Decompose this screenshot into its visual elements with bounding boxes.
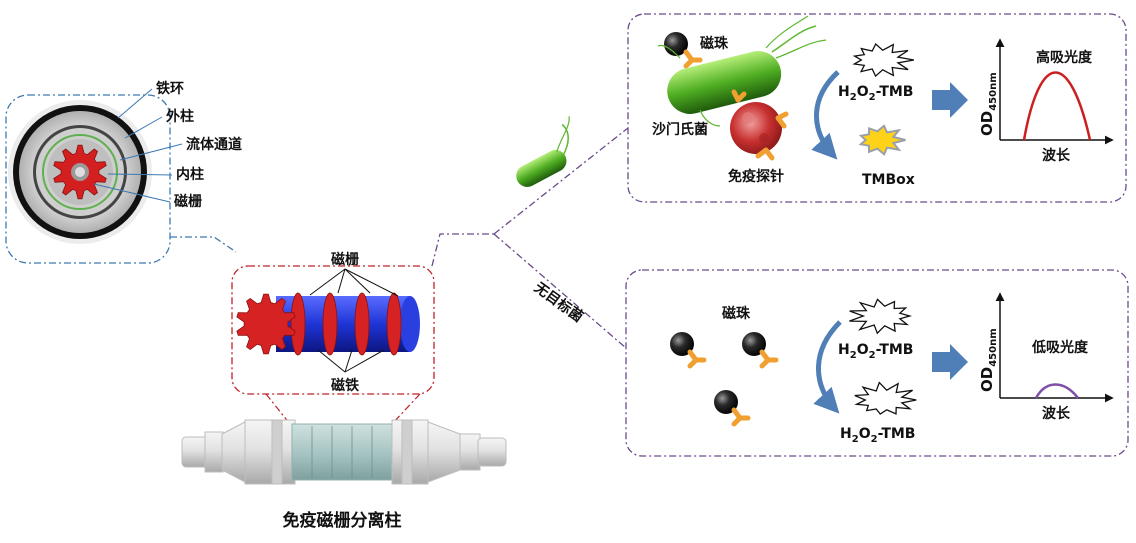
probe-label: 免疫探针 [728,168,784,185]
top-block-arrow [932,82,968,118]
immune-probe [730,89,789,161]
device-caption: 免疫磁栅分离柱 [283,510,402,531]
inlet-collar [204,431,224,473]
closeup-leaders [309,268,399,373]
top-substrate-burst [852,42,915,78]
top-graph-y-label: OD450nm [978,72,999,136]
bottom-burst-upper [849,298,913,335]
top-reaction-arrow [811,70,840,160]
label-closeup-magnet: 磁铁 [331,377,359,394]
label-inner-column: 内柱 [176,166,204,183]
bottom-bead-3 [714,390,751,427]
branch-connectors [431,127,629,349]
top-panel-frame [627,13,1127,203]
bottom-bead-1 [670,332,707,369]
gear-core [75,167,85,177]
grid-closeup: 磁栅 磁铁 [231,251,435,395]
bottom-panel: 磁珠 H2O2-TMB H2O2-TMB 低吸光度 波长 OD450nm [625,269,1129,457]
inlet-cone [221,421,246,483]
tmbox-burst [858,124,906,156]
top-reagent: H2O2-TMB [838,84,913,103]
top-graph-x-label: 波长 [1042,147,1071,164]
label-closeup-grid: 磁栅 [331,251,359,268]
zoom-lines [265,393,421,425]
left-housing [244,419,296,485]
top-panel: 磁珠 沙门氏菌 免疫探针 H2O2-TMB [627,13,1127,203]
no-target-label: 无目标菌 [530,278,586,325]
outlet-collar [459,433,481,471]
free-bacterium [516,116,570,187]
label-outer-column: 外柱 [166,108,194,125]
front-gear-face [236,293,296,355]
top-bead [664,32,703,69]
glass-column-ribs [311,426,373,478]
closeup-frame [231,265,435,395]
bottom-panel-frame [625,269,1129,457]
bottom-bead-2 [742,332,779,369]
label-magnetic-grid: 磁栅 [174,193,202,210]
left-flange [271,419,283,485]
magnetic-grid-discs [290,292,402,356]
label-fluid-channel: 流体通道 [186,136,242,153]
separation-column-device [181,419,507,485]
connector-cross-to-closeup [170,236,237,253]
salmonella-label: 沙门氏菌 [652,121,708,138]
bottom-burst-lower [854,381,917,415]
outlet-cone [427,421,461,483]
bottom-bead-label: 磁珠 [722,305,751,322]
bottom-reagent-lower: H2O2-TMB [840,426,915,445]
top-graph: 高吸光度 波长 OD450nm [978,38,1114,164]
right-flange [401,419,413,485]
grid-disc-2 [322,292,338,356]
grid-disc-4 [386,292,402,356]
cylinder-end-cap [400,296,420,352]
cross-section-inset: 铁环 外柱 流体通道 内柱 磁栅 [5,80,242,264]
label-iron-ring: 铁环 [156,80,184,97]
salmonella-bacterium [657,15,827,127]
glass-column [291,423,393,481]
top-bead-label: 磁珠 [700,35,729,52]
cross-section-leaders [93,88,183,203]
outlet-nozzle [477,437,507,467]
bottom-graph-x-label: 波长 [1042,405,1071,422]
cross-section-frame [5,94,171,264]
tmbox-label: TMBox [862,172,915,188]
bottom-reaction-arrow [813,320,842,414]
bottom-block-arrow [932,344,968,380]
bottom-graph-title: 低吸光度 [1031,339,1089,356]
bottom-absorbance-curve [1034,383,1079,399]
grid-disc-3 [354,292,370,356]
bottom-reagent-upper: H2O2-TMB [838,342,913,361]
bottom-graph: 低吸光度 波长 OD450nm [978,292,1114,422]
top-graph-title: 高吸光度 [1036,49,1093,66]
top-absorbance-curve [1022,71,1092,141]
fluid-channel-ring [42,134,118,210]
cross-section-rings [8,100,152,244]
grid-disc-1 [290,292,306,356]
bottom-graph-y-label: OD450nm [978,328,999,392]
